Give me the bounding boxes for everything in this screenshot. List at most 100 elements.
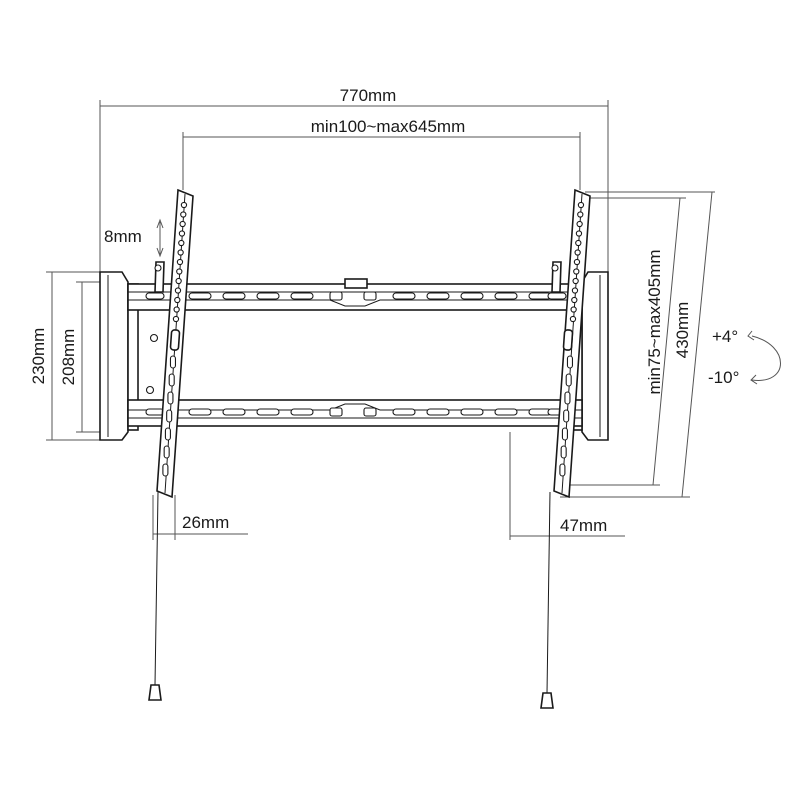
arm-hole xyxy=(173,306,180,313)
rail-slot xyxy=(426,292,450,300)
rail-slot xyxy=(329,407,343,417)
rail-slot xyxy=(494,292,518,300)
arm-slot xyxy=(560,445,567,459)
rail-slot xyxy=(363,291,377,301)
arm-hole xyxy=(575,239,582,247)
rail-slot xyxy=(363,407,377,417)
arm-hole xyxy=(577,201,585,209)
arm-hole xyxy=(180,201,188,209)
arm-slot xyxy=(563,409,570,423)
vesa-vertical-label: min75~max405mm xyxy=(645,249,664,394)
arm-slot xyxy=(561,427,568,441)
overall-width-label: 770mm xyxy=(340,86,397,105)
left-release-cord xyxy=(154,491,159,686)
rail-slot xyxy=(222,408,246,416)
arm-slot xyxy=(162,463,169,477)
rail-slot xyxy=(460,292,484,300)
rail-slot xyxy=(290,408,314,416)
right-end-cap xyxy=(581,271,609,441)
slot-spacing-arrow-down xyxy=(156,247,164,258)
arm-hole xyxy=(174,296,181,304)
arm-hole xyxy=(573,268,580,275)
rail-slot xyxy=(547,292,567,300)
rail-slot xyxy=(256,408,280,416)
arm-hole xyxy=(180,211,187,218)
arm-hole xyxy=(172,315,180,323)
tilt-arrow-bottom xyxy=(750,374,758,385)
arm-hole xyxy=(570,306,577,313)
tilt-indicator xyxy=(747,330,781,385)
arm-slot xyxy=(565,373,572,387)
arm-height-label: 430mm xyxy=(673,302,692,359)
slot-spacing-arrow-up xyxy=(156,218,164,229)
arm-hole xyxy=(178,239,185,247)
left-end-cap xyxy=(99,271,129,441)
tilt-down-label: -10° xyxy=(708,368,739,387)
arm-hole xyxy=(574,249,581,256)
right-arm-lock xyxy=(562,329,574,351)
tilt-arrow-top xyxy=(747,330,755,341)
left-arm-lock xyxy=(169,329,181,351)
slot-spacing-label: 8mm xyxy=(104,227,142,246)
arm-hole xyxy=(576,220,583,228)
arm-hole xyxy=(573,258,581,266)
rail-slot xyxy=(426,408,450,416)
wall-plate xyxy=(99,271,609,441)
rail-slot xyxy=(188,408,212,416)
rail-slot xyxy=(329,291,343,301)
release-cords xyxy=(148,491,554,709)
rail-slot xyxy=(392,408,416,416)
arm-hole xyxy=(577,211,584,218)
arm-hole xyxy=(176,268,183,275)
rail-slot xyxy=(290,292,314,300)
arm-slot xyxy=(163,445,170,459)
arm-slot xyxy=(564,391,571,405)
right-tv-arm xyxy=(551,188,591,499)
right-cord-pull xyxy=(540,692,554,709)
rail-slot xyxy=(145,408,165,416)
arm-hole xyxy=(179,220,186,228)
clearance-label: 26mm xyxy=(182,513,229,532)
frame-height-label: 230mm xyxy=(29,328,48,385)
rail-slot xyxy=(494,408,518,416)
arm-slot xyxy=(559,463,566,477)
arm-hole xyxy=(569,315,577,323)
vesa-horizontal-label: min100~max645mm xyxy=(311,117,466,136)
arm-slot xyxy=(164,427,171,441)
arm-slot xyxy=(566,355,574,369)
arm-hole xyxy=(174,287,182,294)
arm-hole xyxy=(177,249,184,256)
arm-height-line xyxy=(681,191,713,498)
rail-slot xyxy=(256,292,280,300)
tilt-up-label: +4° xyxy=(712,327,738,346)
center-level xyxy=(344,278,368,289)
dimension-lines xyxy=(46,100,715,540)
rail-slot xyxy=(145,292,165,300)
rail-slot xyxy=(392,292,416,300)
arm-slot xyxy=(166,409,173,423)
right-release-cord xyxy=(546,491,551,694)
vesa-vertical-line xyxy=(652,197,681,486)
dimension-labels: 770mm min100~max645mm 8mm 230mm 208mm 26… xyxy=(29,86,739,535)
arm-hole xyxy=(572,277,579,285)
rail-slots xyxy=(145,291,567,417)
rail-slot xyxy=(188,292,212,300)
rail-slot xyxy=(222,292,246,300)
rail-slot xyxy=(460,408,484,416)
arm-slot xyxy=(168,373,175,387)
left-cord-pull xyxy=(148,684,162,701)
left-tv-arm xyxy=(145,188,194,499)
arm-slot xyxy=(167,391,174,405)
arm-hole xyxy=(175,277,182,285)
tilt-arc xyxy=(751,335,781,381)
arm-hole xyxy=(571,296,578,304)
rail-height-label: 208mm xyxy=(59,329,78,386)
depth-label: 47mm xyxy=(560,516,607,535)
arm-slot xyxy=(169,355,177,369)
arm-hole xyxy=(575,230,583,237)
arm-hole xyxy=(178,230,186,237)
arm-hole xyxy=(176,258,184,266)
arm-hole xyxy=(571,287,579,294)
